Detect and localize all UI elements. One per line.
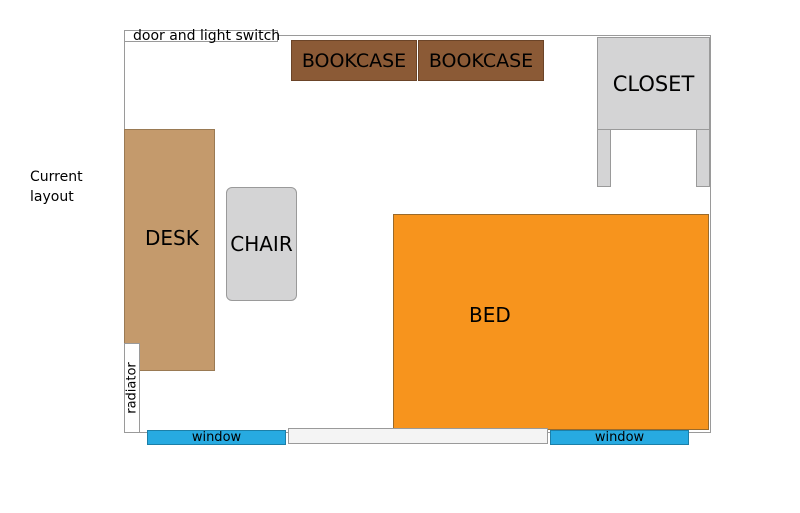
- bookcase-right: BOOKCASE: [418, 40, 544, 81]
- closet-side-right: [696, 129, 710, 187]
- radiator-label: radiator: [124, 362, 140, 414]
- chair: CHAIR: [226, 187, 297, 301]
- window-right-label: window: [594, 430, 645, 445]
- closet-side-left: [597, 129, 611, 187]
- bed-label: BED: [469, 303, 511, 327]
- radiator: radiator: [124, 343, 140, 433]
- bookcase-right-label: BOOKCASE: [428, 49, 534, 72]
- caption-line-2: layout: [30, 189, 74, 205]
- door-and-light-switch: door and light switch: [124, 29, 280, 43]
- closet: CLOSET: [597, 37, 710, 130]
- chair-label: CHAIR: [230, 232, 293, 256]
- window-left-label: window: [191, 430, 242, 445]
- bookcase-left: BOOKCASE: [291, 40, 417, 81]
- closet-label: CLOSET: [612, 71, 695, 96]
- layout-caption: Current layout: [30, 167, 100, 207]
- window-left: window: [147, 430, 286, 445]
- desk-label: DESK: [145, 226, 199, 250]
- caption-line-1: Current: [30, 169, 83, 185]
- window-right: window: [550, 430, 689, 445]
- bed: BED: [393, 214, 709, 430]
- bookcase-left-label: BOOKCASE: [301, 49, 407, 72]
- desk: DESK: [124, 129, 215, 371]
- window-sill: [288, 428, 548, 444]
